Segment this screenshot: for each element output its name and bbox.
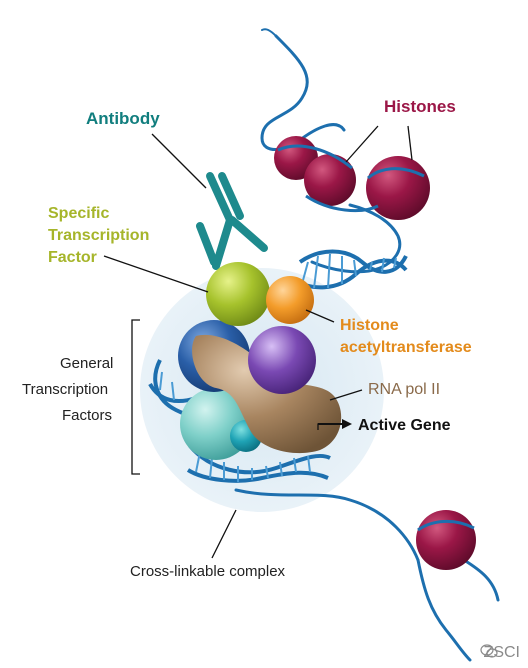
histone-4 (416, 510, 476, 570)
watermark: ZSCI (479, 644, 520, 662)
histone-at-sphere (266, 276, 314, 324)
histone-3 (366, 156, 430, 220)
complex-label: Cross-linkable complex (130, 563, 286, 580)
rna-pol-label: RNA pol II (368, 381, 440, 398)
rna-pol-ii (192, 334, 342, 454)
active-gene-arrow (342, 419, 352, 429)
specific-tf-label-line3: Factor (48, 249, 97, 266)
purple-factor-sphere (248, 326, 316, 394)
histone-2 (304, 154, 356, 206)
specific-tf-label-line1: Specific (48, 205, 109, 222)
specific-tf-label-line2: Transcription (48, 227, 149, 244)
specific-tf-sphere (206, 262, 270, 326)
histones-label: Histones (384, 97, 456, 116)
leader-lines (103, 125, 413, 559)
histone-at-label-line1: Histone (340, 317, 399, 334)
general-tf-label-line1: General (60, 355, 113, 372)
histone-at-label-line2: acetyltransferase (340, 339, 472, 356)
histone-group-lower (416, 510, 476, 570)
general-tf-label-line3: Factors (62, 407, 112, 424)
antibody-shape (196, 172, 268, 270)
transcription-complex (178, 262, 342, 460)
general-tf-label-line2: Transcription (22, 381, 108, 398)
histone-group-upper (274, 136, 430, 220)
antibody-label: Antibody (86, 109, 160, 128)
active-gene-label: Active Gene (358, 417, 451, 434)
dna-strand-lower (234, 488, 500, 662)
